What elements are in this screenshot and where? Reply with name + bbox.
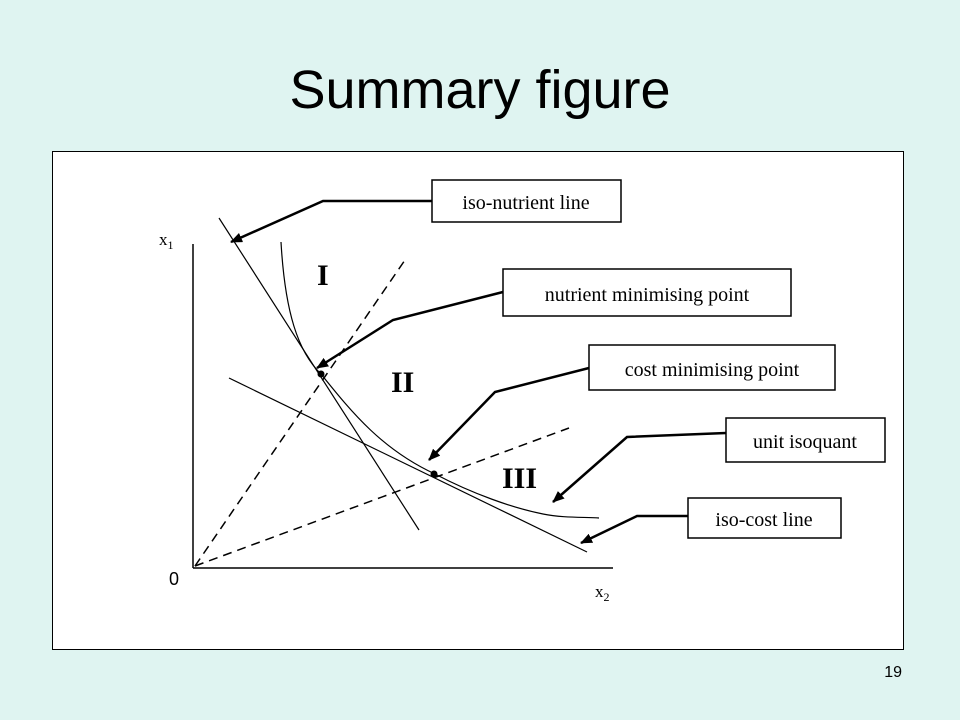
callout-box-cost-minimising-point — [588, 344, 836, 391]
callout-box-unit-isoquant — [725, 417, 886, 463]
arrow-cost-minimising-point — [428, 366, 590, 461]
callout-text-iso-nutrient-line: iso-nutrient line — [462, 192, 589, 214]
slide-title: Summary figure — [289, 60, 671, 120]
callout-box-iso-nutrient-line — [431, 179, 622, 223]
region-label-iii: III — [502, 462, 537, 495]
callout-box-nutrient-minimising-point — [502, 268, 792, 317]
callout-text-unit-isoquant: unit isoquant — [753, 431, 857, 453]
figure-panel: x1 x2 0 I II III iso-nutrient line nutri… — [52, 151, 904, 650]
callout-text-iso-cost-line: iso-cost line — [715, 509, 812, 531]
ray-lower-dashed — [194, 427, 570, 567]
arrow-iso-cost-line — [580, 514, 688, 545]
arrow-nutrient-minimising-point — [316, 290, 504, 370]
callout-text-nutrient-minimising-point: nutrient minimising point — [545, 284, 750, 306]
arrow-unit-isoquant — [552, 431, 727, 503]
nutrient-minimising-point-marker — [317, 370, 325, 378]
callout-box-iso-cost-line — [687, 497, 842, 539]
iso-cost-line — [228, 377, 588, 553]
summary-diagram: x1 x2 0 I II III iso-nutrient line nutri… — [159, 179, 886, 604]
region-label-i: I — [317, 259, 329, 292]
y-axis-label: x1 — [159, 230, 174, 252]
x-axis-label: x2 — [595, 582, 610, 604]
unit-isoquant-curve — [280, 241, 600, 519]
arrow-iso-nutrient-line — [230, 199, 432, 244]
region-label-ii: II — [391, 366, 414, 399]
callout-text-cost-minimising-point: cost minimising point — [625, 359, 800, 381]
origin-label: 0 — [169, 569, 179, 589]
cost-minimising-point-marker — [430, 470, 438, 478]
page-number: 19 — [884, 664, 902, 681]
